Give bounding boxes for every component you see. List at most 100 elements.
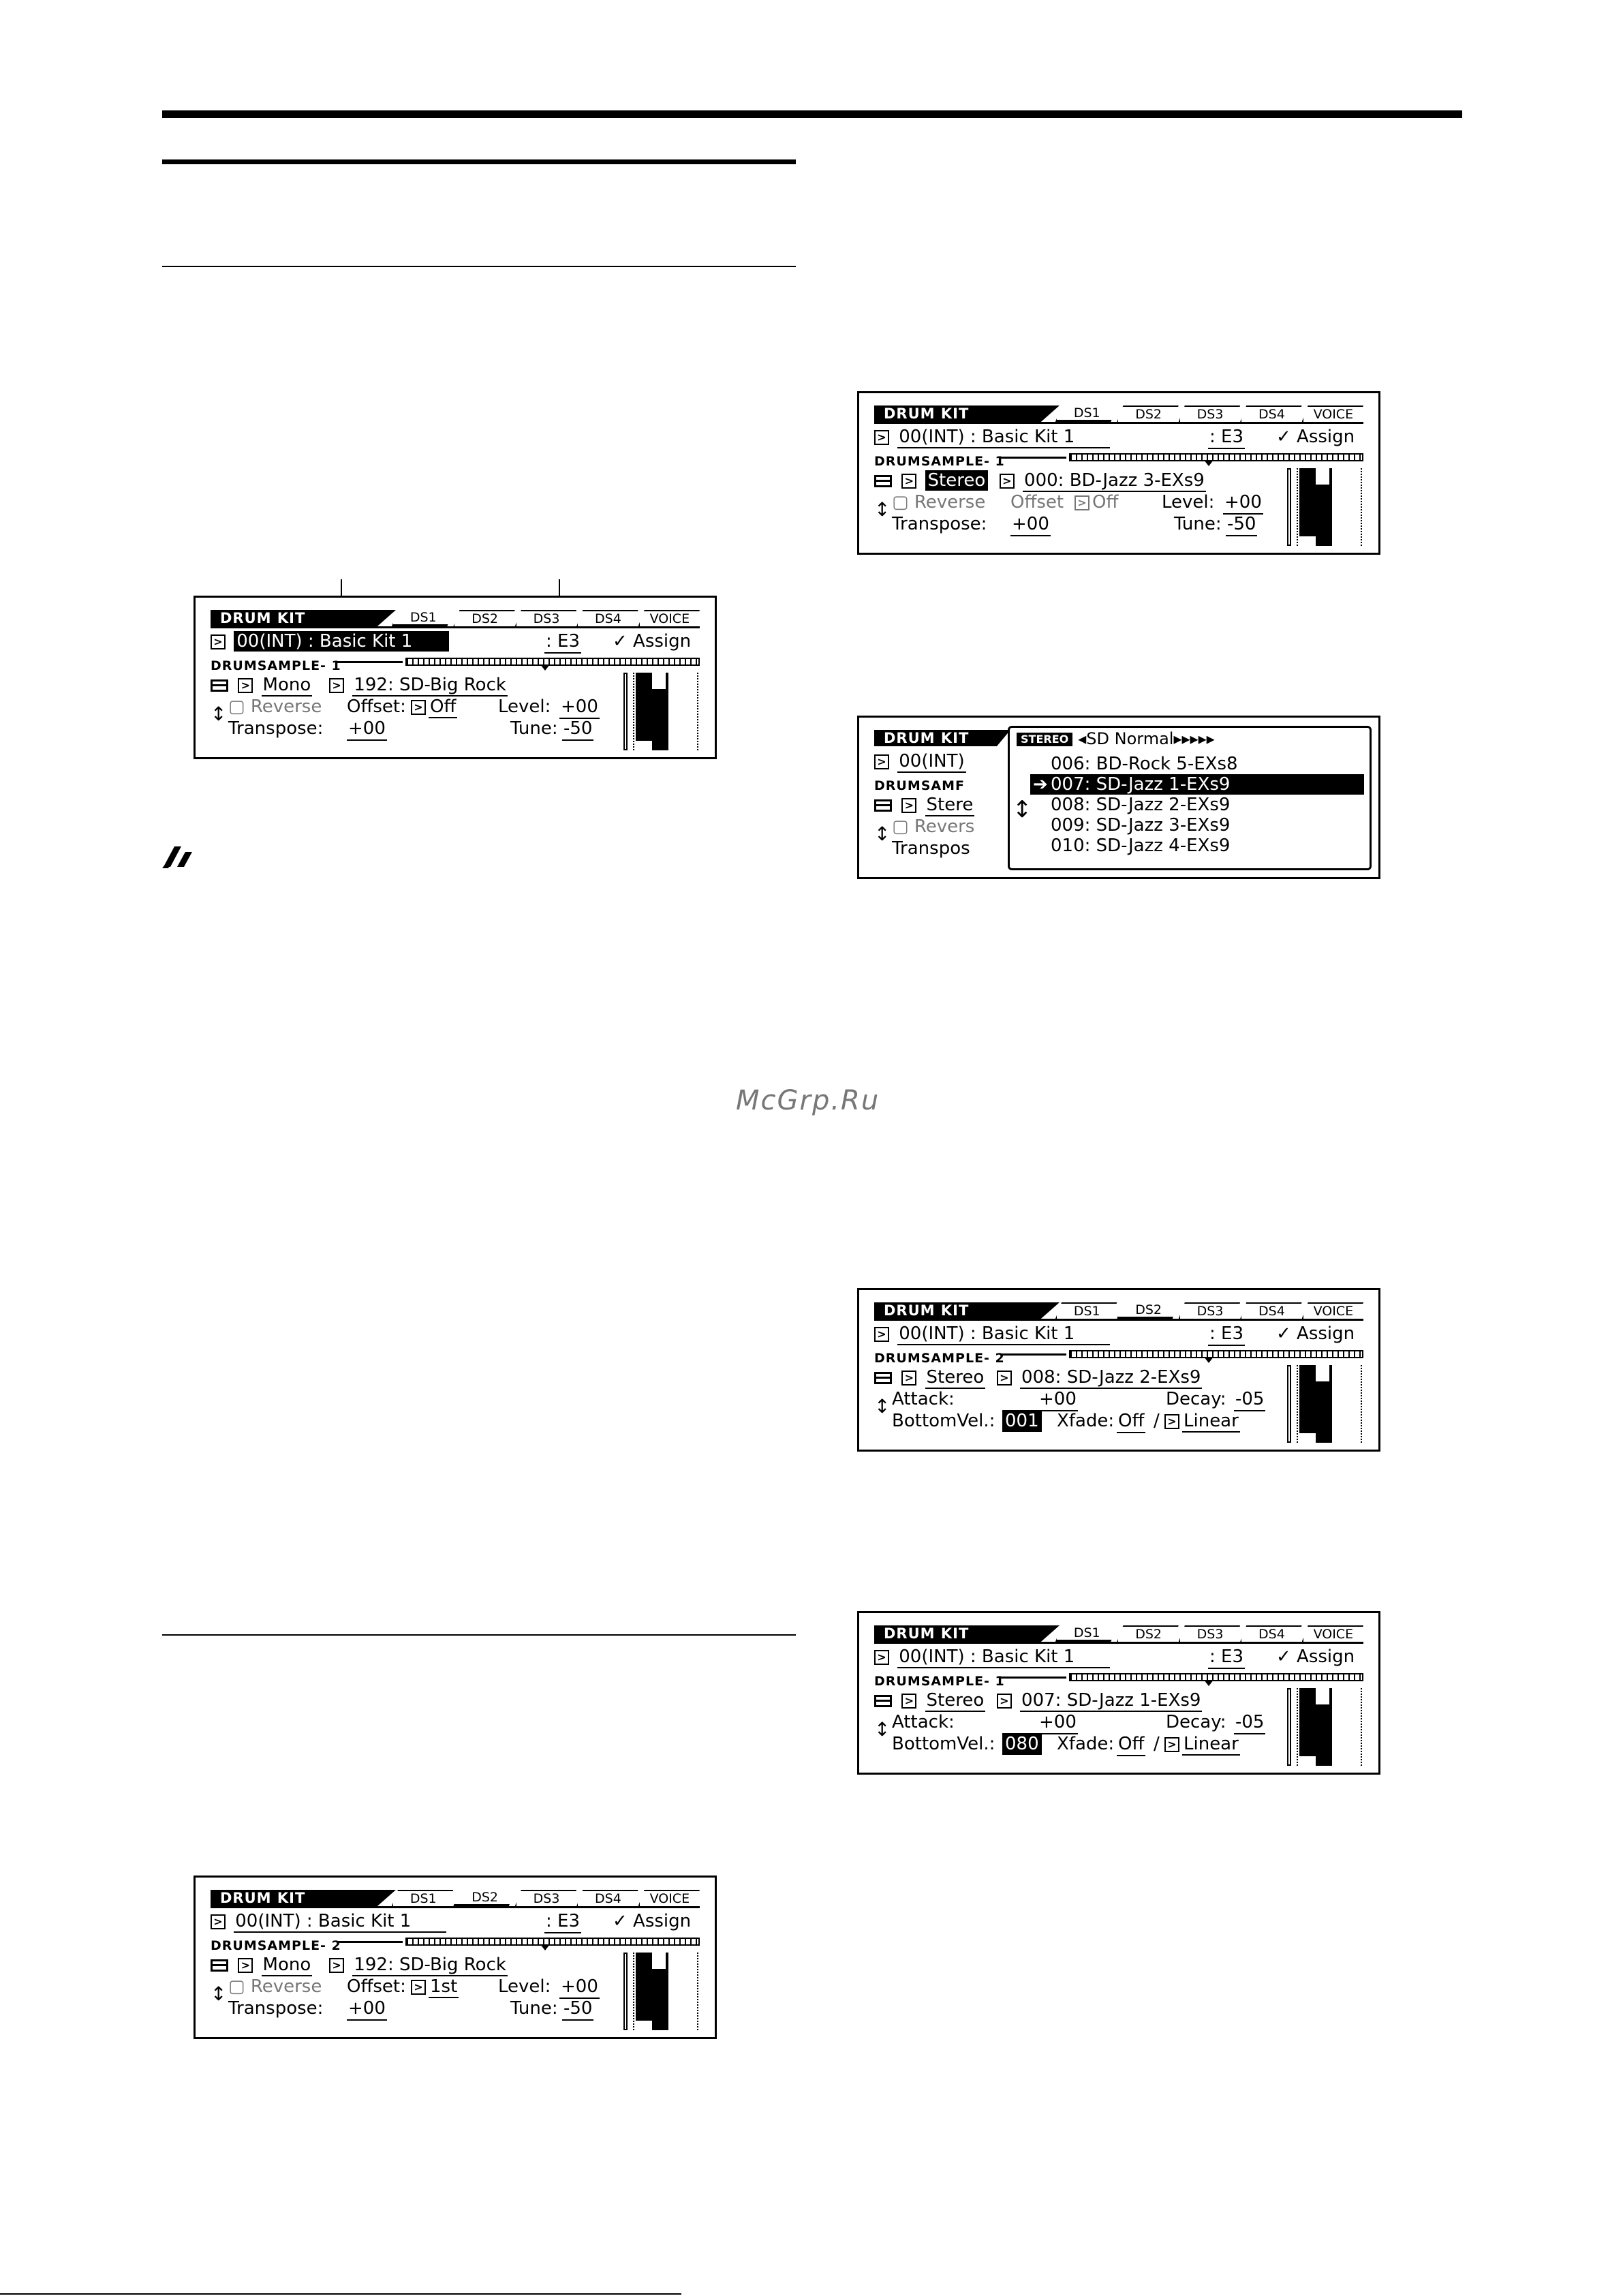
tune-field[interactable]: -50 (562, 1997, 594, 2021)
tab-ds2[interactable]: DS2 (453, 610, 515, 626)
tab-ds2[interactable]: DS2 (1117, 405, 1179, 422)
tab-ds1[interactable]: DS1 (1055, 1625, 1117, 1642)
kit-select-arrow-icon[interactable]: > (874, 1649, 889, 1665)
sample-select-arrow-icon[interactable]: > (996, 1370, 1012, 1386)
sample-field[interactable]: 192: SD-Big Rock (352, 675, 508, 697)
sample-select-arrow-icon[interactable]: > (329, 1957, 345, 1973)
sample-list-popup[interactable]: STEREO◂SD Normal▸▸▸▸▸ ↕ 006: BD-Rock 5-E… (1008, 726, 1372, 870)
reverse-checkbox[interactable]: ▢ Reverse (228, 697, 322, 717)
kit-select-arrow-icon[interactable]: > (211, 1914, 226, 1929)
list-item[interactable]: 008: SD-Jazz 2-EXs9 (1051, 795, 1231, 815)
sample-select-arrow-icon[interactable]: > (996, 1693, 1012, 1709)
tab-ds4[interactable]: DS4 (1240, 405, 1302, 422)
key-field[interactable]: : E3 (1208, 1646, 1245, 1669)
offset-select-arrow-icon[interactable]: > (411, 699, 426, 715)
assign-check[interactable]: ✓ Assign (613, 1911, 692, 1931)
mode-select-arrow-icon[interactable]: > (901, 1370, 917, 1386)
list-item[interactable]: 006: BD-Rock 5-EXs8 (1051, 754, 1238, 774)
tab-ds4[interactable]: DS4 (1240, 1302, 1302, 1319)
curve-select-arrow-icon[interactable]: > (1164, 1413, 1179, 1429)
mode-field[interactable]: Mono (261, 1955, 313, 1976)
mode-field[interactable]: Stereo (925, 470, 989, 491)
decay-field[interactable]: -05 (1234, 1388, 1266, 1411)
tab-voice[interactable]: VOICE (1301, 1625, 1364, 1642)
tab-voice[interactable]: VOICE (638, 610, 700, 626)
kit-select-arrow-icon[interactable]: > (874, 754, 889, 769)
transpose-field[interactable]: +00 (347, 1997, 387, 2021)
bottom-velocity-field[interactable]: 001 (1002, 1410, 1042, 1432)
offset-field[interactable]: Off (1092, 492, 1119, 512)
tab-ds3[interactable]: DS3 (1178, 405, 1241, 422)
sample-select-arrow-icon[interactable]: > (329, 677, 345, 693)
mode-field[interactable]: Stere (925, 795, 975, 816)
kit-number[interactable]: 00(INT) (897, 751, 966, 773)
tab-ds3[interactable]: DS3 (514, 1890, 577, 1906)
mode-select-arrow-icon[interactable]: > (238, 1957, 253, 1973)
key-field[interactable]: : E3 (1208, 426, 1245, 449)
kit-select-arrow-icon[interactable]: > (874, 1326, 889, 1342)
reverse-checkbox[interactable]: ▢ Reverse (892, 492, 986, 512)
tab-ds1[interactable]: DS1 (392, 610, 454, 626)
tab-ds3[interactable]: DS3 (1178, 1302, 1241, 1319)
tab-voice[interactable]: VOICE (638, 1890, 700, 1906)
tune-field[interactable]: -50 (562, 718, 594, 741)
offset-select-arrow-icon[interactable]: > (411, 1979, 426, 1995)
assign-check[interactable]: ✓ Assign (1276, 427, 1355, 447)
offset-field[interactable]: 1st (429, 1976, 459, 1998)
kit-select-arrow-icon[interactable]: > (874, 429, 889, 445)
assign-check[interactable]: ✓ Assign (613, 631, 692, 652)
decay-field[interactable]: -05 (1234, 1711, 1266, 1734)
sample-field[interactable]: 000: BD-Jazz 3-EXs9 (1023, 470, 1206, 492)
tab-voice[interactable]: VOICE (1301, 405, 1364, 422)
key-field[interactable]: : E3 (1208, 1323, 1245, 1346)
reverse-checkbox[interactable]: ▢ Revers (892, 816, 975, 837)
kit-number[interactable]: 00(INT) : Basic Kit 1 (897, 427, 1110, 448)
curve-field[interactable]: Linear (1182, 1411, 1240, 1433)
assign-check[interactable]: ✓ Assign (1276, 1323, 1355, 1344)
attack-field[interactable]: +00 (1038, 1711, 1078, 1734)
kit-select-arrow-icon[interactable]: > (211, 634, 226, 649)
offset-select-arrow-icon[interactable]: > (1075, 495, 1089, 510)
tab-ds1[interactable]: DS1 (1055, 405, 1117, 422)
popup-category[interactable]: ◂SD Normal▸▸▸▸▸ (1078, 729, 1215, 748)
tab-ds4[interactable]: DS4 (576, 1890, 638, 1906)
popup-scroll-icon[interactable]: ↕ (1013, 796, 1032, 823)
mode-select-arrow-icon[interactable]: > (901, 473, 917, 489)
tab-ds2[interactable]: DS2 (453, 1890, 515, 1906)
tune-field[interactable]: -50 (1226, 513, 1258, 536)
xfade-field[interactable]: Off (1117, 1410, 1146, 1433)
tab-ds4[interactable]: DS4 (576, 610, 638, 626)
transpose-field[interactable]: +00 (347, 718, 387, 741)
level-field[interactable]: +00 (1223, 491, 1263, 515)
kit-number[interactable]: 00(INT) : Basic Kit 1 (897, 1323, 1110, 1345)
list-item-selected[interactable]: ➔007: SD-Jazz 1-EXs9 (1030, 774, 1364, 795)
mode-field[interactable]: Mono (261, 675, 313, 697)
tab-ds2[interactable]: DS2 (1117, 1625, 1179, 1642)
sample-field[interactable]: 008: SD-Jazz 2-EXs9 (1020, 1367, 1203, 1389)
tab-ds3[interactable]: DS3 (1178, 1625, 1241, 1642)
mode-field[interactable]: Stereo (925, 1690, 986, 1712)
sample-select-arrow-icon[interactable]: > (999, 473, 1015, 489)
sample-field[interactable]: 192: SD-Big Rock (352, 1955, 508, 1976)
kit-number[interactable]: 00(INT) : Basic Kit 1 (234, 631, 449, 652)
level-field[interactable]: +00 (559, 1976, 600, 1999)
tab-ds1[interactable]: DS1 (392, 1890, 454, 1906)
mode-field[interactable]: Stereo (925, 1367, 986, 1389)
tab-voice[interactable]: VOICE (1301, 1302, 1364, 1319)
mode-select-arrow-icon[interactable]: > (238, 677, 253, 693)
attack-field[interactable]: +00 (1038, 1388, 1078, 1411)
assign-check[interactable]: ✓ Assign (1276, 1647, 1355, 1667)
offset-field[interactable]: Off (429, 697, 458, 718)
tab-ds3[interactable]: DS3 (514, 610, 577, 626)
bottom-velocity-field[interactable]: 080 (1002, 1733, 1042, 1755)
kit-number[interactable]: 00(INT) : Basic Kit 1 (234, 1911, 446, 1933)
curve-select-arrow-icon[interactable]: > (1164, 1736, 1179, 1752)
reverse-checkbox[interactable]: ▢ Reverse (228, 1976, 322, 1997)
level-field[interactable]: +00 (559, 696, 600, 719)
key-field[interactable]: : E3 (544, 1910, 581, 1933)
mode-select-arrow-icon[interactable]: > (901, 1693, 917, 1709)
list-item[interactable]: 010: SD-Jazz 4-EXs9 (1051, 836, 1231, 856)
curve-field[interactable]: Linear (1182, 1734, 1240, 1756)
tab-ds4[interactable]: DS4 (1240, 1625, 1302, 1642)
key-field[interactable]: : E3 (544, 630, 581, 654)
